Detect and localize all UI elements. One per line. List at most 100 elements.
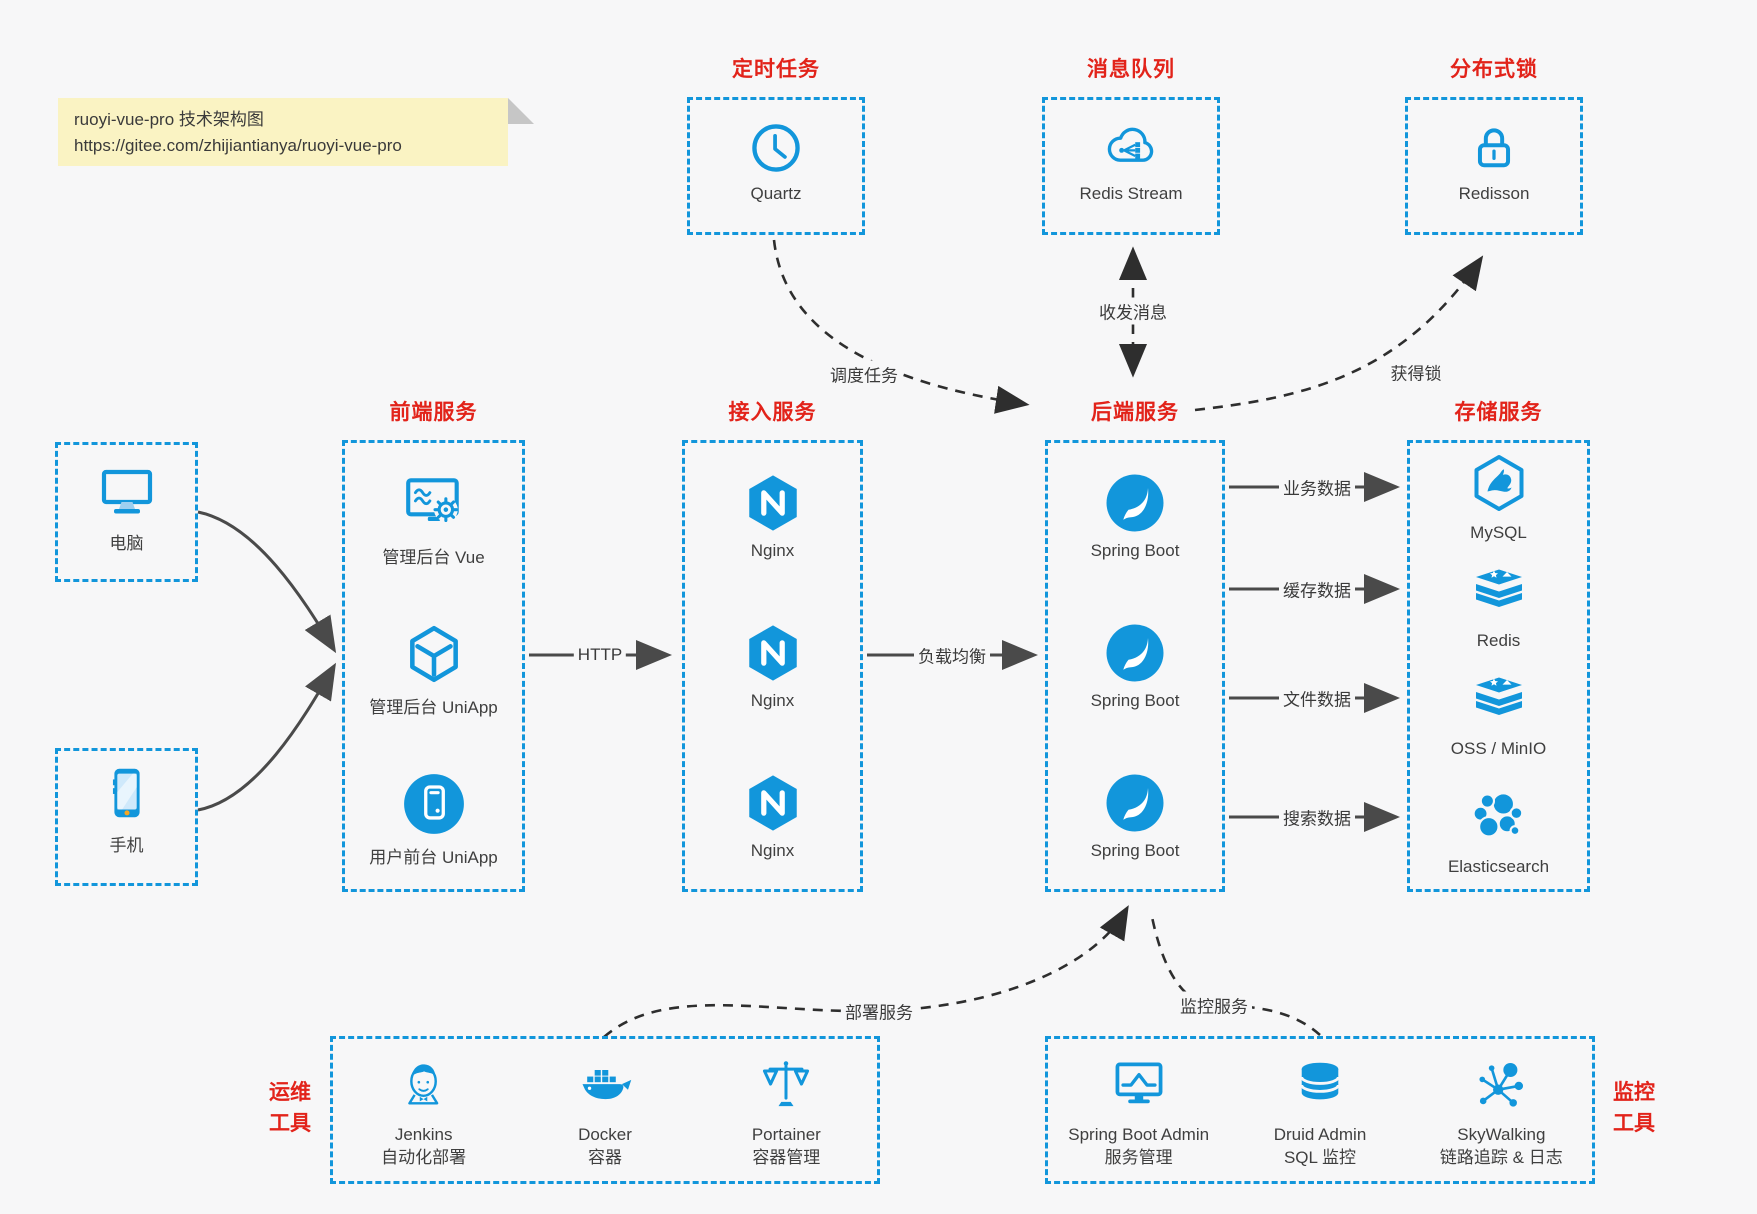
group-box-ops-tools: Jenkins 自动化部署 Docker 容	[330, 1036, 880, 1184]
group-title-distributed-lock: 分布式锁	[1450, 58, 1538, 81]
group-box-storage: MySQL Redis OSS / MinIO	[1407, 440, 1590, 892]
mobile-icon	[112, 768, 140, 818]
note-url: https://gitee.com/zhijiantianya/ruoyi-vu…	[74, 136, 402, 155]
note-corner-fold	[508, 98, 534, 124]
group-box-gateway: Nginx Nginx Nginx	[682, 440, 863, 892]
clock-icon	[752, 124, 800, 172]
group-title-backend: 后端服务	[1091, 401, 1179, 424]
cloud-stream-icon	[1107, 127, 1154, 162]
group-title-gateway: 接入服务	[728, 401, 817, 424]
nginx-icon	[748, 625, 797, 681]
group-box-scheduled-tasks: Quartz	[687, 97, 865, 235]
client-box-pc: 电脑	[55, 442, 198, 582]
node-label: Nginx	[750, 541, 795, 560]
node-skywalking: SkyWalking 链路追踪 & 日志	[1411, 1039, 1592, 1181]
node-label: Redis Stream	[1079, 184, 1183, 203]
node-redisson: Redisson	[1408, 118, 1580, 204]
portainer-icon	[763, 1061, 810, 1107]
node-label: Nginx	[750, 841, 795, 860]
edge-label-cache-data: 缓存数据	[1279, 575, 1355, 603]
spring-icon	[1106, 774, 1164, 832]
nginx-icon	[748, 475, 797, 531]
node-redis: Redis	[1410, 559, 1587, 651]
node-mysql: MySQL	[1410, 451, 1587, 543]
group-box-message-queue: Redis Stream	[1042, 97, 1220, 235]
group-title-monitor-tools: 监控 工具	[1613, 1081, 1655, 1135]
edge-label-file-data: 文件数据	[1279, 684, 1355, 712]
edge-label-monitor-service: 监控服务	[1176, 991, 1252, 1019]
group-box-distributed-lock: Redisson	[1405, 97, 1583, 235]
node-label: OSS / MinIO	[1450, 739, 1547, 758]
node-quartz: Quartz	[690, 118, 862, 204]
node-label: Spring Boot	[1090, 541, 1180, 560]
node-admin-uniapp: 管理后台 UniApp	[345, 621, 522, 718]
group-box-monitor-tools: Spring Boot Admin 服务管理 Druid Admin SQL 监…	[1045, 1036, 1595, 1184]
redis-icon	[1475, 677, 1522, 715]
lock-icon	[1477, 128, 1511, 168]
mysql-icon	[1474, 455, 1523, 511]
node-oss-minio: OSS / MinIO	[1410, 667, 1587, 759]
node-label: SkyWalking 链路追踪 & 日志	[1439, 1125, 1563, 1167]
druid-icon	[1300, 1062, 1340, 1100]
spring-boot-admin-icon	[1115, 1062, 1163, 1104]
group-title-ops-tools: 运维 工具	[269, 1081, 311, 1135]
group-title-storage: 存储服务	[1454, 401, 1543, 424]
spring-icon	[1106, 624, 1164, 682]
node-phone: 手机	[58, 761, 195, 856]
node-label: 用户前台 UniApp	[369, 848, 498, 867]
node-label: Docker 容器	[578, 1125, 632, 1167]
node-label: Spring Boot Admin 服务管理	[1068, 1125, 1210, 1167]
sticky-note: ruoyi-vue-pro 技术架构图 https://gitee.com/zh…	[58, 98, 508, 166]
cube-icon	[409, 625, 458, 683]
node-user-uniapp: 用户前台 UniApp	[345, 771, 522, 868]
node-elasticsearch: Elasticsearch	[1410, 785, 1587, 877]
group-box-frontend: 管理后台 Vue 管理后台 UniApp 用户前台 UniApp	[342, 440, 525, 892]
desktop-icon	[101, 469, 152, 514]
edge-label-search-data: 搜索数据	[1279, 803, 1355, 831]
node-admin-vue: 管理后台 Vue	[345, 471, 522, 568]
group-title-frontend: 前端服务	[389, 401, 478, 424]
node-label: Spring Boot	[1090, 691, 1180, 710]
node-label: Quartz	[750, 184, 802, 203]
node-label: Jenkins 自动化部署	[381, 1125, 467, 1167]
redis-icon	[1475, 569, 1522, 607]
group-box-backend: Spring Boot Spring Boot Spring Boot	[1045, 440, 1225, 892]
group-title-scheduled-tasks: 定时任务	[732, 58, 820, 81]
note-title: ruoyi-vue-pro 技术架构图	[74, 110, 264, 129]
node-druid-admin: Druid Admin SQL 监控	[1229, 1039, 1410, 1181]
node-docker: Docker 容器	[514, 1039, 695, 1181]
edge-label-load-balance: 负载均衡	[914, 641, 990, 669]
node-portainer: Portainer 容器管理	[696, 1039, 877, 1181]
node-spring-boot-3: Spring Boot	[1048, 771, 1222, 861]
edge-label-deploy-service: 部署服务	[841, 997, 917, 1025]
docker-icon	[582, 1070, 632, 1100]
elasticsearch-icon	[1472, 792, 1523, 838]
edge-label-acquire-lock: 获得锁	[1386, 358, 1446, 386]
spring-icon	[1106, 474, 1164, 532]
admin-vue-icon	[405, 478, 459, 523]
node-jenkins: Jenkins 自动化部署	[333, 1039, 514, 1181]
node-nginx-1: Nginx	[685, 471, 860, 561]
arrow-schedule-task	[772, 239, 1030, 414]
node-redis-stream: Redis Stream	[1045, 118, 1217, 204]
arrow-phone-to-frontend	[197, 662, 336, 812]
phone-circle-icon	[403, 774, 464, 834]
edge-label-business-data: 业务数据	[1279, 473, 1355, 501]
node-label: Redisson	[1458, 184, 1530, 203]
node-nginx-3: Nginx	[685, 771, 860, 861]
node-label: Nginx	[750, 691, 795, 710]
node-label: 管理后台 Vue	[382, 548, 485, 567]
nginx-icon	[748, 775, 797, 831]
node-label: Druid Admin SQL 监控	[1273, 1125, 1367, 1167]
arrow-pc-to-frontend	[197, 510, 337, 654]
edge-label-send-receive-message: 收发消息	[1095, 297, 1171, 325]
edge-label-http: HTTP	[573, 644, 627, 666]
node-spring-boot-2: Spring Boot	[1048, 621, 1222, 711]
arrow-acquire-lock	[1194, 255, 1484, 412]
skywalking-icon	[1479, 1062, 1524, 1107]
node-label: Spring Boot	[1090, 841, 1180, 860]
node-label: Redis	[1476, 631, 1521, 650]
node-nginx-2: Nginx	[685, 621, 860, 711]
node-label: 电脑	[109, 534, 144, 553]
